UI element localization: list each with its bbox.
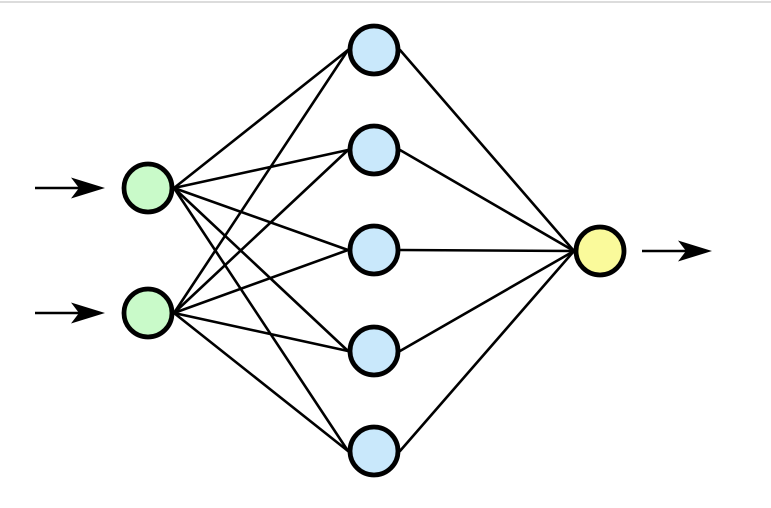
input-arrow-2 [35, 302, 105, 324]
top-border-line [0, 1, 771, 3]
edge-hidden-1-output-1 [398, 48, 576, 253]
input-arrow-1-head-icon [71, 177, 105, 199]
input-arrow-1 [35, 177, 105, 199]
output-1-node [573, 224, 627, 278]
hidden-4-node [347, 324, 401, 378]
edge-hidden-2-output-1 [398, 148, 576, 253]
input-2-node [121, 286, 175, 340]
edge-input-2-hidden-2 [172, 148, 350, 315]
edge-input-1-hidden-2 [172, 148, 350, 190]
edge-hidden-3-output-1 [398, 248, 576, 253]
edge-input-2-hidden-5 [172, 311, 350, 453]
edge-input-1-hidden-5 [172, 186, 350, 453]
output-arrow [642, 240, 712, 262]
edge-input-2-hidden-3 [172, 248, 350, 315]
input-arrow-2-head-icon [71, 302, 105, 324]
hidden-1-node [347, 23, 401, 77]
edge-input-1-hidden-3 [172, 186, 350, 252]
hidden-3-node [347, 223, 401, 277]
hidden-2-node [347, 123, 401, 177]
input-1-node [121, 161, 175, 215]
edge-hidden-4-output-1 [398, 249, 576, 353]
edge-hidden-5-output-1 [398, 249, 576, 453]
edge-input-1-hidden-1 [172, 48, 350, 190]
edge-input-2-hidden-1 [172, 48, 350, 315]
hidden-5-node [347, 424, 401, 478]
edge-input-1-hidden-4 [172, 186, 350, 353]
edge-input-2-hidden-4 [172, 311, 350, 353]
output-arrow-head-icon [678, 240, 712, 262]
